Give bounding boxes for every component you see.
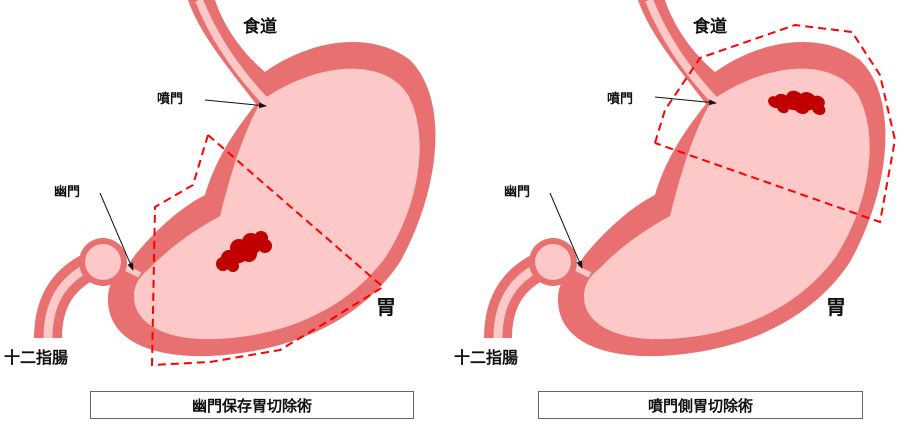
panel-proximal: 食道 噴門 幽門 胃 十二指腸 (454, 0, 895, 367)
label-stomach: 胃 (826, 295, 846, 319)
resection-line (654, 23, 897, 224)
label-pylorus: 幽門 (54, 185, 80, 200)
label-duodenum: 十二指腸 (454, 348, 518, 367)
pylorus-arrow (549, 192, 583, 269)
label-duodenum: 十二指腸 (4, 348, 68, 367)
resection-line (150, 134, 384, 367)
label-esophagus: 食道 (243, 16, 277, 37)
caption-proximal-gastrectomy: 噴門側胃切除術 (538, 391, 863, 419)
label-cardia: 噴門 (607, 91, 633, 107)
label-cardia: 噴門 (157, 91, 183, 107)
pylorus-arrow (99, 192, 134, 271)
cardia-arrow (654, 96, 717, 106)
panel-pylorus-preserving: 食道 噴門 幽門 胃 十二指腸 (4, 0, 435, 367)
cardia-arrow (204, 99, 267, 109)
label-stomach: 胃 (376, 295, 396, 319)
label-esophagus: 食道 (693, 16, 727, 37)
label-pylorus: 幽門 (504, 185, 530, 200)
caption-pylorus-preserving-gastrectomy: 幽門保存胃切除術 (90, 391, 414, 419)
